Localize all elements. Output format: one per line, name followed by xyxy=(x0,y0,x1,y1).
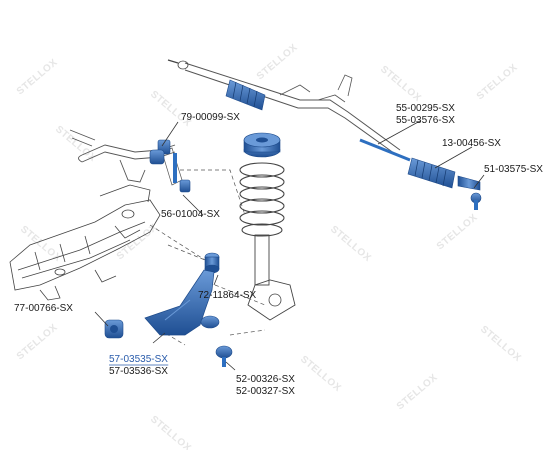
watermark-text: STELLOX xyxy=(298,354,343,394)
watermark-text: STELLOX xyxy=(328,224,373,264)
tie-rod-end-drawing xyxy=(457,175,482,210)
left-boot-drawing xyxy=(225,79,266,111)
stabilizer-link-drawing xyxy=(157,139,191,193)
inner-tie-rod-drawing xyxy=(359,138,411,162)
part-labels: 79-00099-SX 56-01004-SX 55-00295-SX 55-0… xyxy=(14,103,543,397)
watermark-text: STELLOX xyxy=(435,212,480,252)
part-label-57-03535-SX: 57-03535-SX xyxy=(109,354,168,365)
watermark-text: STELLOX xyxy=(478,324,523,364)
part-label-55-00295-SX: 55-00295-SX xyxy=(396,103,455,114)
strut-spring-drawing xyxy=(239,132,296,321)
arm-bushing-drawing xyxy=(104,319,124,339)
callout-lines xyxy=(94,120,485,371)
watermark-text: STELLOX xyxy=(475,62,520,102)
part-label-51-03575-SX: 51-03575-SX xyxy=(484,164,543,175)
stabilizer-bushing-drawing xyxy=(149,149,165,165)
watermark-text: STELLOX xyxy=(148,414,193,450)
watermark-text: STELLOX xyxy=(395,372,440,412)
watermark-text: STELLOX xyxy=(148,89,193,129)
part-label-79-00099-SX: 79-00099-SX xyxy=(181,112,240,123)
watermark-text: STELLOX xyxy=(115,222,160,262)
watermark-text: STELLOX xyxy=(18,224,63,264)
rack-boot-drawing xyxy=(407,157,456,189)
part-label-56-01004-SX: 56-01004-SX xyxy=(161,209,220,220)
part-label-52-00326-SX: 52-00326-SX xyxy=(236,374,295,385)
part-label-77-00766-SX: 77-00766-SX xyxy=(14,303,73,314)
ball-joint-drawing xyxy=(200,315,233,367)
subframe-drawing xyxy=(9,184,161,301)
control-arm-drawing xyxy=(144,269,215,336)
part-label-72-11864-SX: 72-11864-SX xyxy=(198,290,257,301)
watermark-text: STELLOX xyxy=(15,57,60,97)
part-label-55-03576-SX: 55-03576-SX xyxy=(396,115,455,126)
watermark-text: STELLOX xyxy=(255,42,300,82)
control-arm-bushing-top-drawing xyxy=(204,252,220,274)
part-label-57-03536-SX: 57-03536-SX xyxy=(109,366,168,377)
part-label-52-00327-SX: 52-00327-SX xyxy=(236,386,295,397)
leader-lines xyxy=(149,169,266,346)
watermark-text: STELLOX xyxy=(15,322,60,362)
part-label-13-00456-SX: 13-00456-SX xyxy=(442,138,501,149)
watermark-text: STELLOX xyxy=(378,64,423,104)
steering-rack-drawing xyxy=(167,59,411,162)
